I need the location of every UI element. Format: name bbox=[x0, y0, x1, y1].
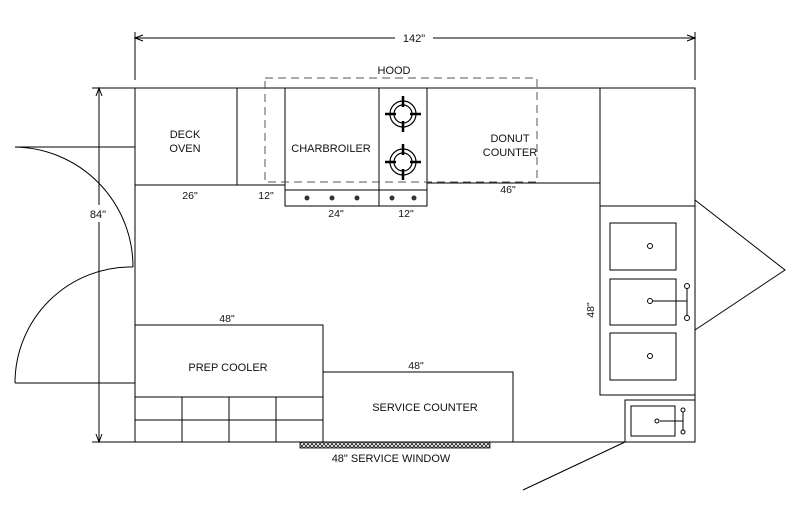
corner-counter bbox=[599, 87, 696, 207]
trailer-walls bbox=[134, 87, 696, 443]
drain-icon bbox=[647, 298, 653, 304]
gap-space bbox=[236, 87, 286, 186]
burner-knob bbox=[411, 195, 417, 201]
rear-door-swing[interactable] bbox=[522, 441, 626, 491]
sink-basin bbox=[609, 278, 677, 326]
overall-width-label: 142" bbox=[403, 33, 425, 45]
three-compartment-sink bbox=[599, 205, 696, 396]
drain-icon bbox=[654, 418, 660, 424]
burner-dimension: 12" bbox=[398, 208, 414, 220]
prep-cooler-label: PREP COOLER bbox=[188, 362, 267, 374]
donut-counter-label-line2: COUNTER bbox=[483, 147, 537, 159]
sink-bank-dimension: 48" bbox=[585, 302, 597, 318]
burner-icon bbox=[385, 144, 421, 180]
entry-double-door[interactable] bbox=[14, 146, 135, 384]
prep-cooler-dimension: 48" bbox=[219, 313, 235, 325]
drain-icon bbox=[647, 243, 653, 249]
overall-width-dimension bbox=[133, 32, 697, 80]
hood-outline bbox=[264, 77, 538, 183]
donut-counter-dimension: 46" bbox=[500, 184, 516, 196]
sink-basin bbox=[609, 222, 677, 271]
charbroiler-dimension: 24" bbox=[328, 208, 344, 220]
side-window-flap[interactable] bbox=[694, 199, 786, 331]
prep-cooler-drawers bbox=[134, 396, 324, 443]
overall-depth-label: 84" bbox=[90, 209, 106, 221]
faucet-icon bbox=[653, 283, 690, 321]
deck-oven-dimension: 26" bbox=[182, 190, 198, 202]
sink-basin bbox=[609, 332, 677, 381]
service-counter-dimension: 48" bbox=[408, 360, 424, 372]
charbroiler-knob bbox=[304, 195, 310, 201]
deck-oven-label-line2: OVEN bbox=[169, 143, 200, 155]
charbroiler-knob bbox=[354, 195, 360, 201]
hood-label: HOOD bbox=[378, 65, 411, 77]
faucet-icon bbox=[660, 407, 686, 435]
hand-sink bbox=[624, 399, 696, 443]
burner-icon bbox=[385, 96, 421, 132]
burner-knob bbox=[389, 195, 395, 201]
service-counter-label: SERVICE COUNTER bbox=[372, 402, 478, 414]
service-window[interactable] bbox=[299, 441, 491, 449]
service-window-label: 48" SERVICE WINDOW bbox=[332, 453, 451, 465]
prep-cooler bbox=[134, 324, 324, 398]
overall-depth-dimension bbox=[92, 86, 135, 444]
drain-icon bbox=[647, 353, 653, 359]
charbroiler-label: CHARBROILER bbox=[291, 143, 371, 155]
gap-dimension: 12" bbox=[258, 190, 274, 202]
deck-oven-label-line1: DECK bbox=[170, 129, 201, 141]
donut-counter-label-line1: DONUT bbox=[490, 133, 529, 145]
charbroiler-knob bbox=[329, 195, 335, 201]
